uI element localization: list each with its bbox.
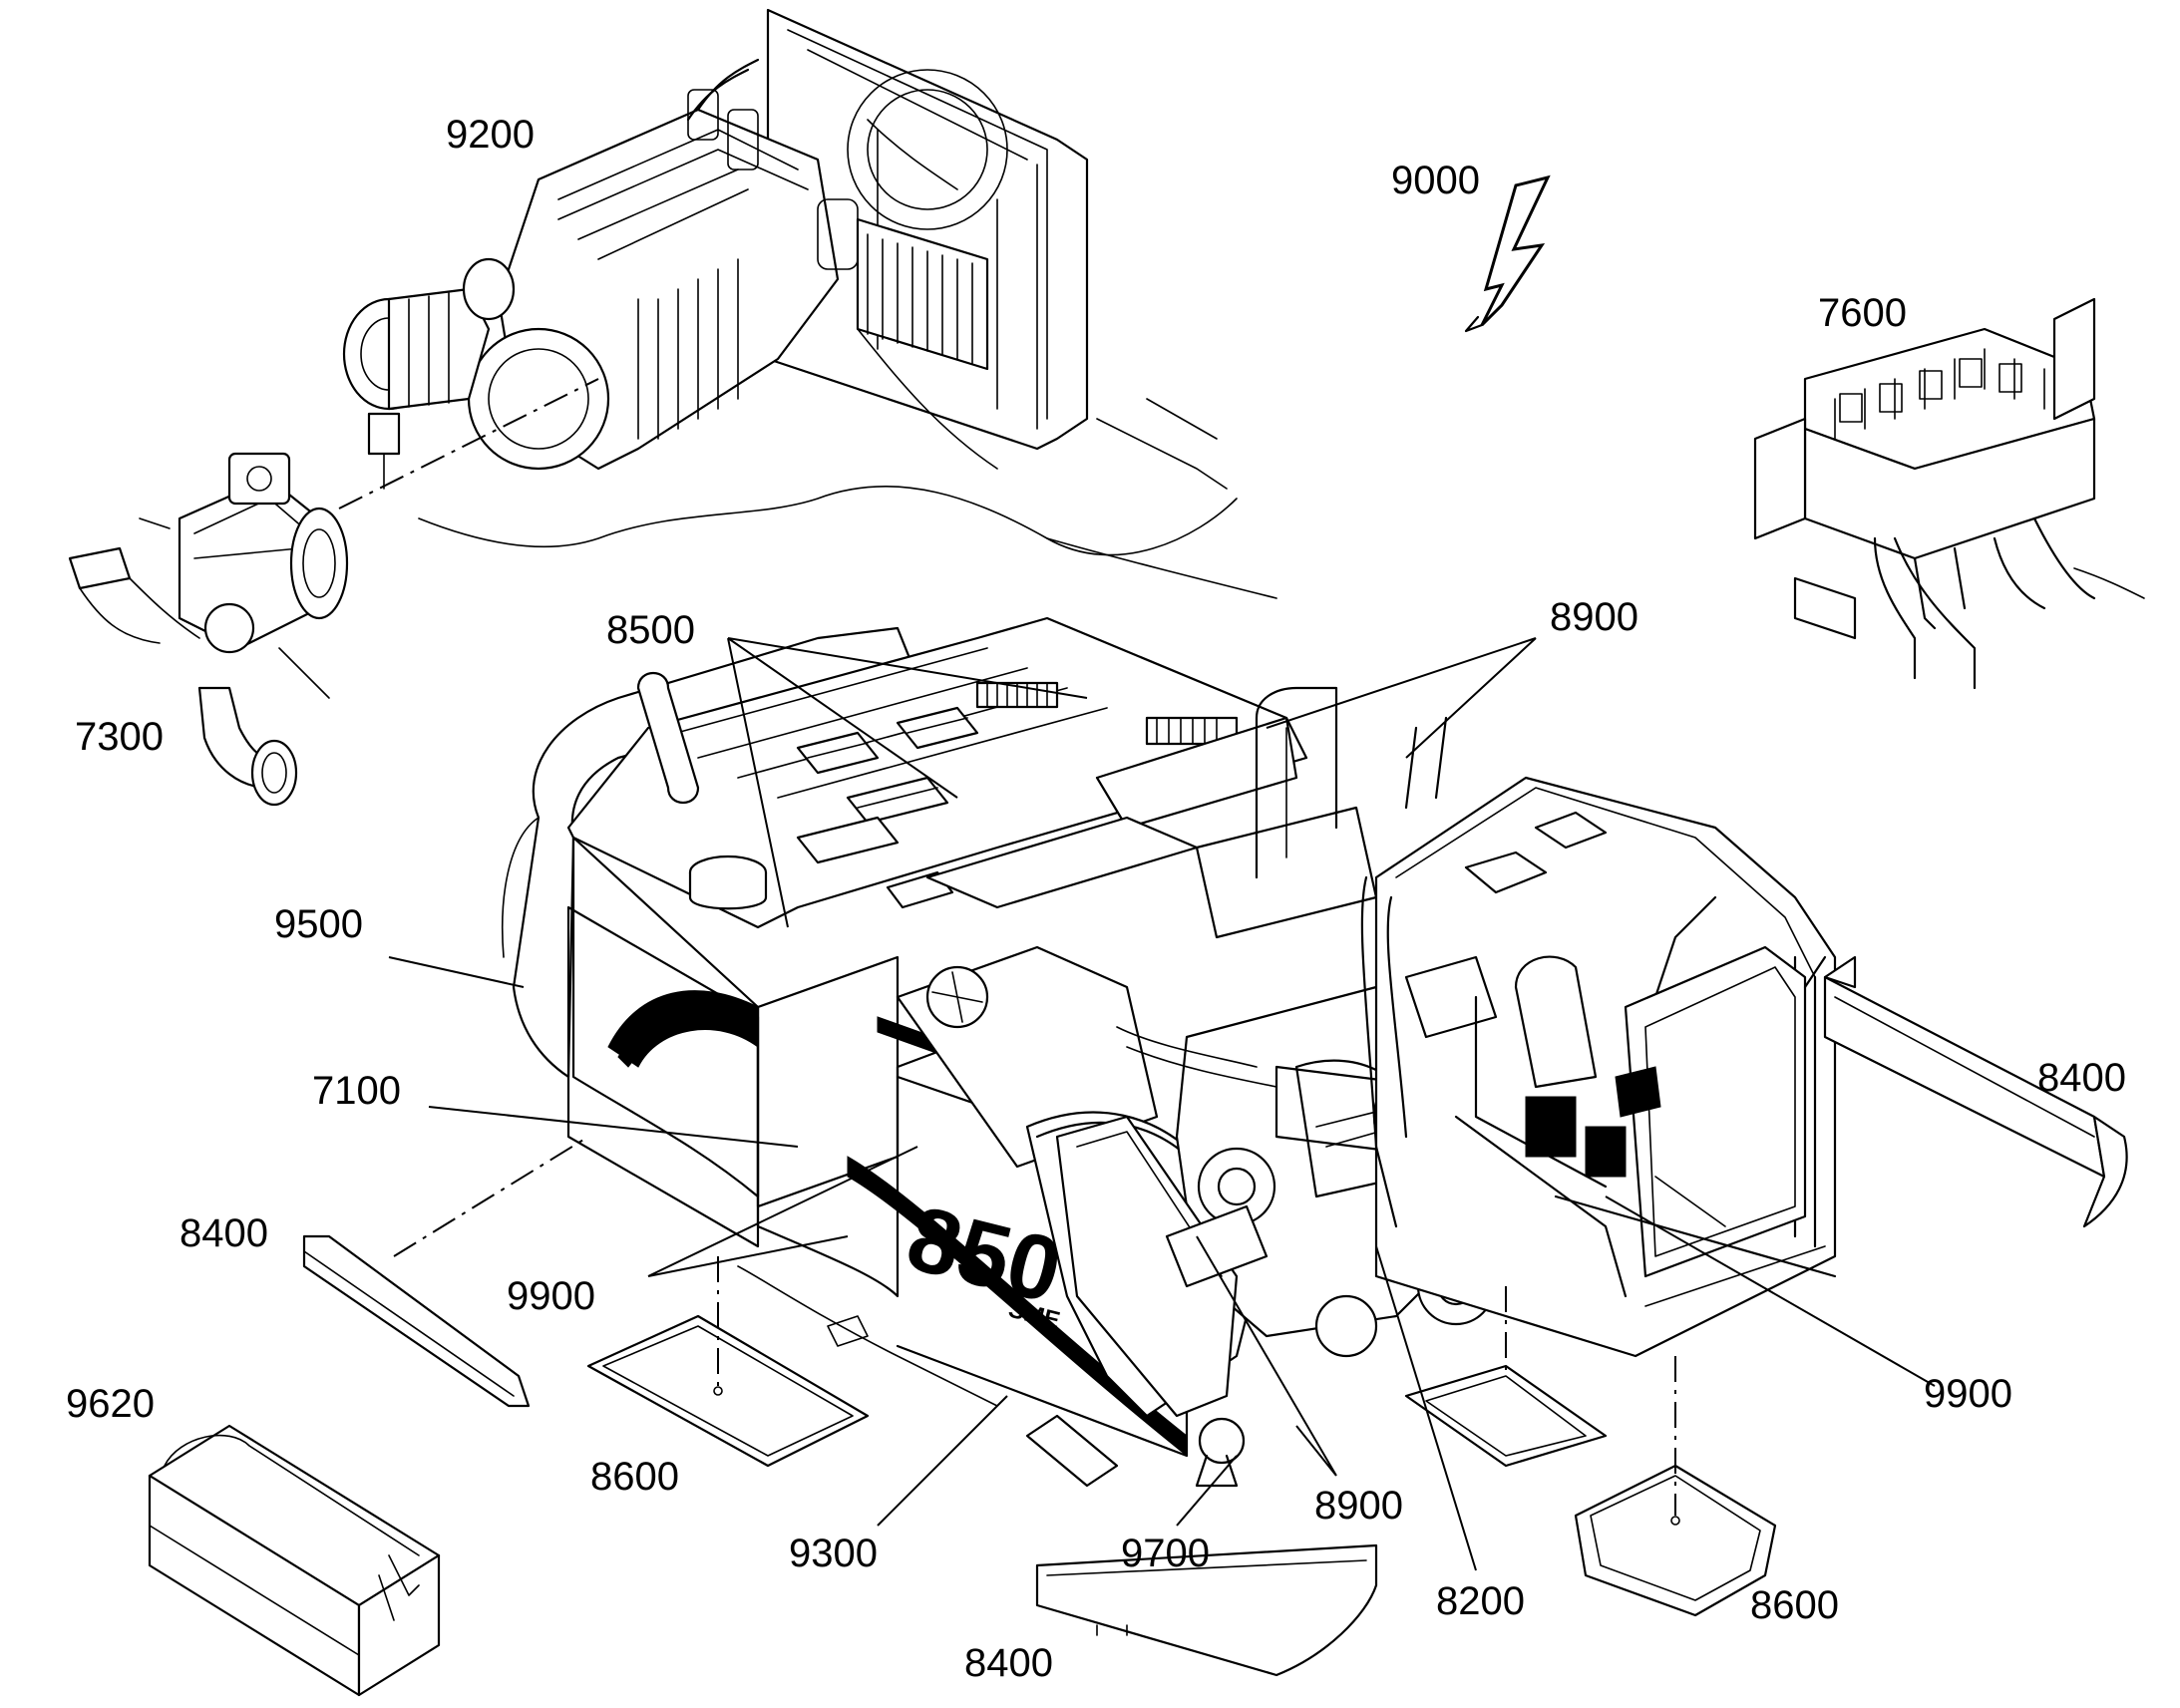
valve-block-drawing <box>1753 297 2145 690</box>
callout-labels: 9200 9000 7600 7300 8500 8900 9500 8400 … <box>66 113 2126 1685</box>
callout-8200: 8200 <box>1436 1579 1525 1623</box>
callout-8400-left: 8400 <box>180 1211 268 1255</box>
superstructure-drawing: 850 SME <box>501 616 1496 1488</box>
model-variant-badge: SME <box>1006 1296 1063 1335</box>
callout-8400-bottom: 8400 <box>964 1641 1053 1685</box>
callout-9620: 9620 <box>66 1382 155 1426</box>
callout-9300: 9300 <box>789 1532 878 1575</box>
engine-assembly-drawing <box>342 8 1277 599</box>
callout-9700: 9700 <box>1121 1532 1210 1575</box>
model-badge: 850 <box>898 1187 1071 1322</box>
side-step-bottom-part <box>1035 1543 1378 1677</box>
callout-8900-bottom: 8900 <box>1314 1484 1403 1528</box>
callout-8500: 8500 <box>606 608 695 652</box>
lightning-bolt-icon <box>1480 174 1551 327</box>
callout-7600: 7600 <box>1818 291 1907 335</box>
small-cover-part <box>1025 1414 1119 1488</box>
callout-9900-left: 9900 <box>507 1274 595 1318</box>
callout-8900-top: 8900 <box>1550 595 1638 639</box>
callout-8600-right: 8600 <box>1750 1583 1839 1627</box>
pump-assembly-drawing <box>68 452 349 807</box>
cover-plate-left-part <box>586 1256 870 1468</box>
callout-9000: 9000 <box>1391 159 1480 202</box>
callout-9500: 9500 <box>274 902 363 946</box>
callout-9200: 9200 <box>446 113 535 157</box>
callout-7300: 7300 <box>75 715 164 759</box>
toolbox-part <box>148 1424 441 1697</box>
side-step-left-part <box>302 1234 531 1408</box>
callout-9900-right: 9900 <box>1924 1372 2012 1416</box>
side-guard-right-drawing <box>1823 955 2128 1228</box>
callout-8400-right: 8400 <box>2037 1056 2126 1100</box>
cover-plate-right-part <box>1404 1286 1777 1617</box>
leader-lines <box>388 637 1936 1571</box>
callout-7100: 7100 <box>312 1069 401 1113</box>
callout-8600-left: 8600 <box>590 1455 679 1499</box>
cab-drawing <box>1360 776 1837 1358</box>
